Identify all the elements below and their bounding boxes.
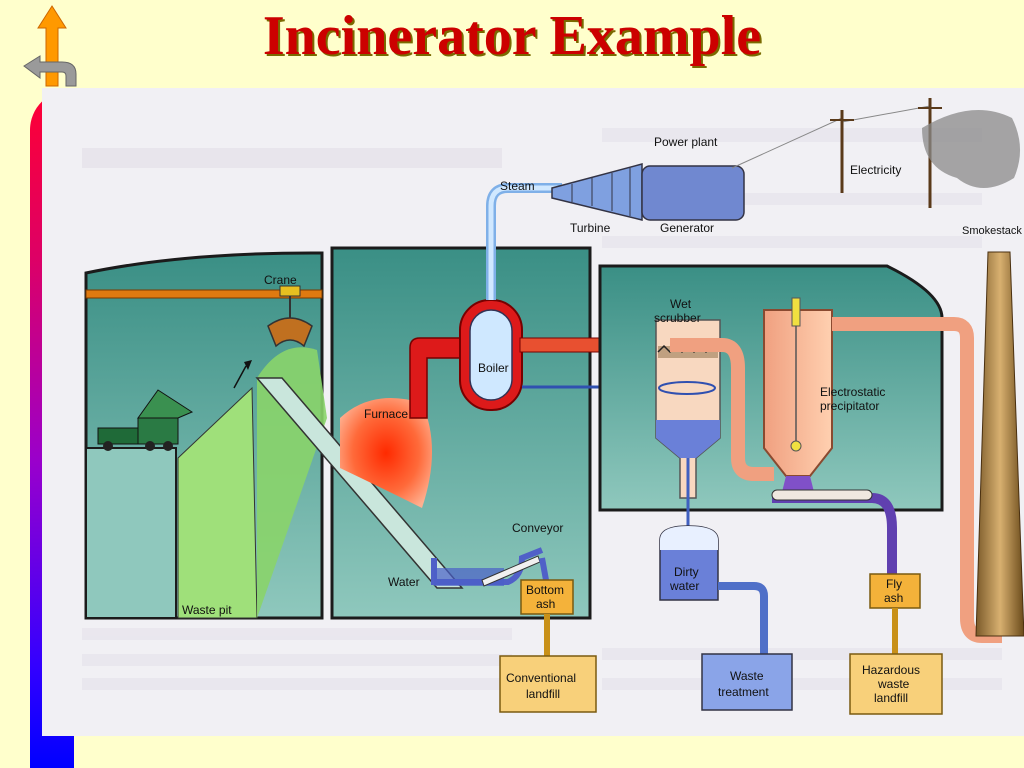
label-dirty: Dirty [674, 565, 699, 579]
bottom-ash-box [520, 579, 574, 658]
nav-buttons [23, 5, 77, 87]
label-boiler: Boiler [478, 361, 509, 375]
return-arrow-icon[interactable] [23, 55, 77, 87]
conventional-landfill-box [499, 655, 597, 713]
furnace-building [255, 246, 592, 620]
dirty-water-tank [659, 525, 768, 656]
label-hazardous: Hazardous [862, 663, 920, 677]
crane-arrow [233, 365, 247, 389]
up-arrow-icon[interactable] [37, 5, 67, 87]
label-water: Water [388, 575, 420, 589]
label-electricity: Electricity [850, 163, 901, 177]
hazardous-waste-landfill-box [849, 653, 943, 715]
label-fly: Fly [886, 577, 902, 591]
label-furnace: Furnace [364, 407, 408, 421]
label-generator: Generator [660, 221, 714, 235]
label-waste: Waste [730, 669, 764, 683]
diagram-canvas: Power plant Steam Turbine Generator Elec… [42, 88, 1024, 736]
label-electrostatic: Electrostatic [820, 385, 885, 399]
fly-ash-box [869, 573, 921, 654]
label-fly-ash: ash [884, 591, 903, 605]
label-precipitator: precipitator [820, 399, 879, 413]
label-landfill: landfill [526, 687, 560, 701]
label-crane: Crane [264, 273, 297, 287]
steam-pipe [486, 183, 562, 300]
label-steam: Steam [500, 179, 535, 193]
generator [641, 165, 745, 221]
garbage-truck [97, 389, 194, 451]
conveyor-ramp [255, 377, 464, 589]
label-bottom: Bottom [526, 583, 564, 597]
incinerator-diagram: Power plant Steam Turbine Generator Elec… [42, 88, 1024, 736]
bottom-ash-conveyor [431, 547, 549, 587]
label-smokestack: Smokestack [962, 225, 1022, 237]
label-scrubber: scrubber [654, 311, 701, 325]
label-wet: Wet [670, 297, 692, 311]
label-hazardous-waste: waste [877, 677, 910, 691]
label-water-tank: water [669, 579, 699, 593]
label-turbine: Turbine [570, 221, 611, 235]
power-lines [731, 98, 942, 208]
furnace-flame [340, 398, 432, 508]
slide-title: Incinerator Example [262, 5, 762, 67]
fly-ash-conveyor [771, 489, 897, 580]
turbine [551, 163, 643, 221]
label-waste-pit: Waste pit [182, 603, 232, 617]
label-hazardous-landfill: landfill [874, 691, 908, 705]
label-bottom-ash: ash [536, 597, 555, 611]
label-conveyor: Conveyor [512, 521, 563, 535]
label-conventional: Conventional [506, 671, 576, 685]
label-treatment: treatment [718, 685, 769, 699]
smokestack [922, 110, 1024, 637]
duct-boiler-to-scrubber [670, 338, 774, 481]
waste-treatment-box [701, 653, 793, 711]
label-power-plant: Power plant [654, 135, 718, 149]
